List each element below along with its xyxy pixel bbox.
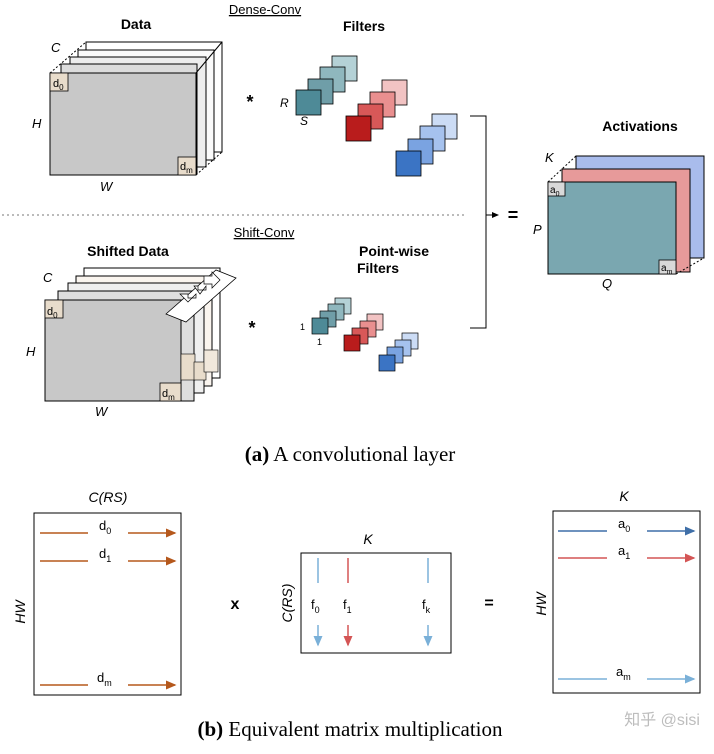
mid-col-0-label: f0 bbox=[311, 597, 320, 615]
equals-top: = bbox=[508, 205, 519, 225]
pointwise-title-2: Filters bbox=[357, 260, 399, 276]
shifted-dm-label: dm bbox=[162, 388, 175, 402]
activations-tensor bbox=[547, 155, 705, 275]
times-operator: x bbox=[231, 596, 240, 613]
left-row-m-label: dm bbox=[97, 670, 112, 688]
shifted-dim-h: H bbox=[26, 344, 36, 359]
right-row-0-label: a0 bbox=[618, 516, 630, 534]
shifted-d0-label: d0 bbox=[47, 306, 58, 320]
left-row-0-label: d0 bbox=[99, 518, 111, 536]
shift-conv-label: Shift-Conv bbox=[234, 225, 295, 240]
conv-operator-bottom: * bbox=[248, 318, 255, 338]
data-dm-label: dm bbox=[180, 161, 193, 175]
data-dim-c: C bbox=[51, 40, 61, 55]
watermark: 知乎 @sisi bbox=[624, 711, 700, 729]
shifted-dim-w: W bbox=[95, 404, 109, 419]
mid-col-1-label: f1 bbox=[343, 597, 352, 615]
shifted-data-tensor bbox=[44, 267, 221, 402]
data-dim-h: H bbox=[32, 116, 42, 131]
activations-title: Activations bbox=[602, 118, 678, 134]
data-title: Data bbox=[121, 16, 152, 32]
caption-b: (b) Equivalent matrix multiplication bbox=[197, 717, 503, 741]
mid-matrix-header: K bbox=[363, 531, 373, 547]
mid-matrix-side: C(RS) bbox=[279, 584, 295, 623]
merge-bracket bbox=[470, 115, 499, 329]
shift-arrows bbox=[165, 269, 237, 323]
right-matrix-header: K bbox=[619, 488, 629, 504]
left-matrix bbox=[33, 512, 182, 696]
left-matrix-side: HW bbox=[12, 599, 28, 624]
pointwise-dim-1b: 1 bbox=[317, 337, 322, 347]
act-a0-label: a0 bbox=[550, 185, 560, 198]
right-row-1-label: a1 bbox=[618, 543, 630, 561]
right-matrix bbox=[552, 510, 701, 694]
filters-teal bbox=[295, 55, 358, 116]
pointwise-blue bbox=[378, 332, 419, 372]
pointwise-teal bbox=[311, 297, 352, 335]
filter-dim-s: S bbox=[300, 114, 308, 128]
filter-dim-r: R bbox=[280, 96, 289, 110]
filters-red bbox=[345, 79, 408, 142]
filters-title: Filters bbox=[343, 18, 385, 34]
pointwise-red bbox=[343, 313, 384, 352]
shifted-dim-c: C bbox=[43, 270, 53, 285]
equals-operator: = bbox=[484, 595, 493, 612]
dense-conv-label: Dense-Conv bbox=[229, 2, 302, 17]
act-am-label: am bbox=[661, 263, 673, 276]
left-matrix-header: C(RS) bbox=[89, 489, 128, 505]
data-dim-w: W bbox=[100, 179, 114, 194]
left-row-1-label: d1 bbox=[99, 546, 111, 564]
act-dim-q: Q bbox=[602, 276, 612, 291]
act-dim-k: K bbox=[545, 150, 555, 165]
shifted-data-title: Shifted Data bbox=[87, 243, 169, 259]
filters-blue bbox=[395, 113, 458, 177]
mid-col-k-label: fk bbox=[422, 597, 431, 615]
act-dim-p: P bbox=[533, 222, 542, 237]
data-d0-label: d0 bbox=[53, 78, 64, 92]
caption-a: (a) A convolutional layer bbox=[245, 442, 456, 466]
data-tensor bbox=[49, 41, 223, 176]
pointwise-dim-1a: 1 bbox=[300, 322, 305, 332]
right-matrix-side: HW bbox=[533, 591, 549, 616]
conv-operator-top: * bbox=[246, 92, 253, 112]
pointwise-title-1: Point-wise bbox=[359, 243, 429, 259]
right-row-m-label: am bbox=[616, 664, 631, 682]
